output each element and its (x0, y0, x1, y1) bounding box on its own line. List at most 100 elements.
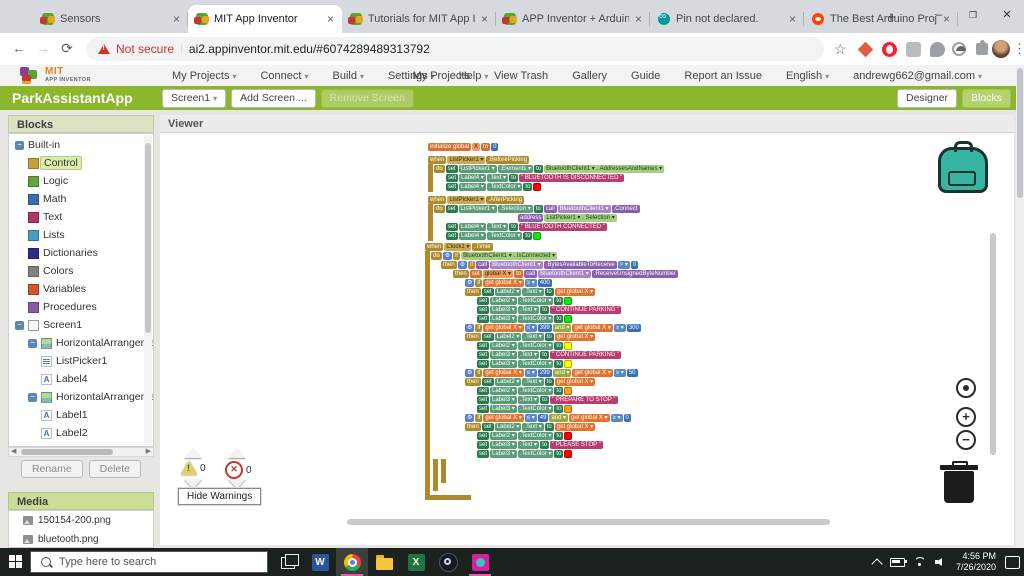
block-chip[interactable]: Label2 ▾ (490, 342, 517, 350)
taskbar-task-view-icon[interactable] (272, 548, 304, 576)
block-chip[interactable]: to (545, 378, 554, 386)
block-chip[interactable]: .ReceiveUnsignedByteNumber (592, 270, 678, 278)
block-chip[interactable]: ListPicker1 ▾ . Selection ▾ (544, 214, 616, 222)
menu-build[interactable]: Build▾ (320, 70, 375, 82)
extension-icon-2[interactable] (882, 42, 897, 57)
browser-tab[interactable]: Tutorials for MIT App Invent× (342, 5, 496, 33)
color-block-orange[interactable] (564, 387, 572, 395)
block-chip[interactable]: ⚙ (458, 261, 467, 269)
block-chip[interactable]: and ▾ (553, 324, 572, 332)
block-chip[interactable]: call (544, 205, 557, 213)
tree-item-text[interactable]: Text (9, 208, 153, 226)
block-chip[interactable]: get global X ▾ (483, 324, 523, 332)
block-chip[interactable]: to (554, 450, 563, 458)
not-secure-label[interactable]: Not secure (116, 42, 174, 56)
block-chip[interactable]: Label2 ▾ (490, 387, 517, 395)
color-block-yellow[interactable] (564, 360, 572, 368)
block-chip[interactable]: address (518, 214, 543, 222)
tab-close-icon[interactable]: × (481, 12, 488, 26)
block-init-global-x[interactable]: initialize globalXto0 (428, 143, 498, 152)
block-chip[interactable]: .Text ▾ (487, 174, 508, 182)
browser-tab[interactable]: Sensors× (34, 5, 188, 33)
taskbar-clock[interactable]: 4:56 PM 7/26/2020 (956, 551, 996, 573)
trash-can-icon[interactable] (944, 471, 974, 503)
block-chip[interactable]: to (545, 423, 554, 431)
scroll-left-icon[interactable]: ◀ (11, 448, 16, 456)
error-up-arrow-icon[interactable] (228, 448, 246, 458)
zoom-in-icon[interactable]: + (956, 407, 976, 427)
block-chip[interactable]: Label3 ▾ (490, 351, 517, 359)
backpack-icon[interactable] (938, 147, 988, 193)
page-scrollbar[interactable] (1016, 65, 1024, 548)
tree-item-lists[interactable]: Lists (9, 226, 153, 244)
block-chip[interactable]: Label2 ▾ (495, 423, 522, 431)
block-chip[interactable]: .TextColor ▾ (518, 360, 554, 368)
extension-icon-5[interactable] (952, 42, 966, 56)
block-chip[interactable]: Label3 ▾ (490, 306, 517, 314)
block-chip[interactable]: set (477, 306, 489, 314)
collapse-icon[interactable]: − (15, 321, 24, 330)
block-chip[interactable]: set (470, 270, 482, 278)
color-block-green[interactable] (533, 232, 541, 240)
extension-icon-3[interactable] (906, 42, 921, 57)
block-chip[interactable]: " PLEASE STOP " (550, 441, 603, 449)
block-chip[interactable]: BluetoothClient1 ▾ (490, 261, 543, 269)
taskbar-excel-icon[interactable]: X (400, 548, 432, 576)
block-chip[interactable]: global X ▾ (483, 270, 513, 278)
block-chip[interactable]: BluetoothClient1 ▾ . AddressesAndNames ▾ (544, 165, 664, 173)
palette-horizontal-scrollbar[interactable]: ◀ ▶ (8, 447, 154, 457)
color-block-green[interactable] (564, 297, 572, 305)
volume-icon[interactable] (935, 557, 947, 567)
block-chip[interactable]: .Text ▾ (518, 396, 539, 404)
block-chip[interactable]: .Elements ▾ (498, 165, 533, 173)
menu-my-projects[interactable]: My Projects▾ (160, 70, 248, 82)
block-chip[interactable]: Label3 ▾ (490, 450, 517, 458)
block-chip[interactable]: 0 (624, 414, 631, 422)
blocks-view-button[interactable]: Blocks (962, 89, 1011, 108)
block-chip[interactable]: to (540, 441, 549, 449)
block-chip[interactable]: .TextColor ▾ (518, 387, 554, 395)
screen-selector-button[interactable]: Screen1▾ (162, 89, 226, 108)
wifi-icon[interactable] (914, 557, 926, 567)
tree-item-label2[interactable]: ALabel2 (9, 424, 153, 442)
block-chip[interactable]: get global X ▾ (555, 378, 595, 386)
browser-tab[interactable]: Pin not declared.× (650, 5, 804, 33)
taskbar-steam-icon[interactable] (432, 548, 464, 576)
page-scrollbar-thumb[interactable] (1017, 68, 1023, 198)
block-chip[interactable]: Label2 ▾ (495, 333, 522, 341)
block-when-clock-timer[interactable]: whenClock1 ▾.Timerdo⚙ifBluetoothClient1 … (425, 243, 678, 459)
block-chip[interactable]: set (477, 360, 489, 368)
block-chip[interactable]: .TextColor ▾ (518, 297, 554, 305)
block-chip[interactable]: initialize global (428, 143, 471, 151)
hide-warnings-button[interactable]: Hide Warnings (178, 488, 261, 505)
designer-view-button[interactable]: Designer (897, 89, 957, 108)
block-chip[interactable]: when (428, 196, 446, 204)
block-chip[interactable]: get global X ▾ (483, 279, 523, 287)
color-block-green[interactable] (564, 315, 572, 323)
block-chip[interactable]: then (453, 270, 469, 278)
block-chip[interactable]: ListPicker1 ▾ (447, 196, 485, 204)
block-chip[interactable]: .BytesAvailableToReceive (544, 261, 617, 269)
block-chip[interactable]: then (465, 288, 481, 296)
menu-english[interactable]: English▾ (774, 70, 841, 82)
block-chip[interactable]: Label3 ▾ (490, 441, 517, 449)
blocks-canvas[interactable]: initialize globalXto0 whenListPicker1 ▾ .B… (160, 133, 1014, 545)
block-chip[interactable]: get global X ▾ (569, 414, 609, 422)
block-chip[interactable]: get global X ▾ (483, 414, 523, 422)
block-chip[interactable]: set (477, 432, 489, 440)
block-chip[interactable]: to (554, 297, 563, 305)
block-chip[interactable]: then (465, 423, 481, 431)
block-chip[interactable]: to (554, 432, 563, 440)
browser-tab[interactable]: MIT App Inventor× (188, 5, 342, 33)
block-chip[interactable]: to (523, 232, 532, 240)
canvas-vertical-scrollbar[interactable] (990, 233, 996, 455)
block-chip[interactable]: and ▾ (549, 414, 568, 422)
block-chip[interactable]: to (554, 342, 563, 350)
block-chip[interactable]: set (446, 232, 458, 240)
tree-item-built-in[interactable]: −Built-in (9, 136, 153, 154)
tree-item-math[interactable]: Math (9, 190, 153, 208)
taskbar-search-input[interactable]: Type here to search (30, 551, 268, 573)
block-chip[interactable]: Label3 ▾ (490, 315, 517, 323)
taskbar-explorer-icon[interactable] (368, 548, 400, 576)
block-chip[interactable]: if (468, 261, 475, 269)
